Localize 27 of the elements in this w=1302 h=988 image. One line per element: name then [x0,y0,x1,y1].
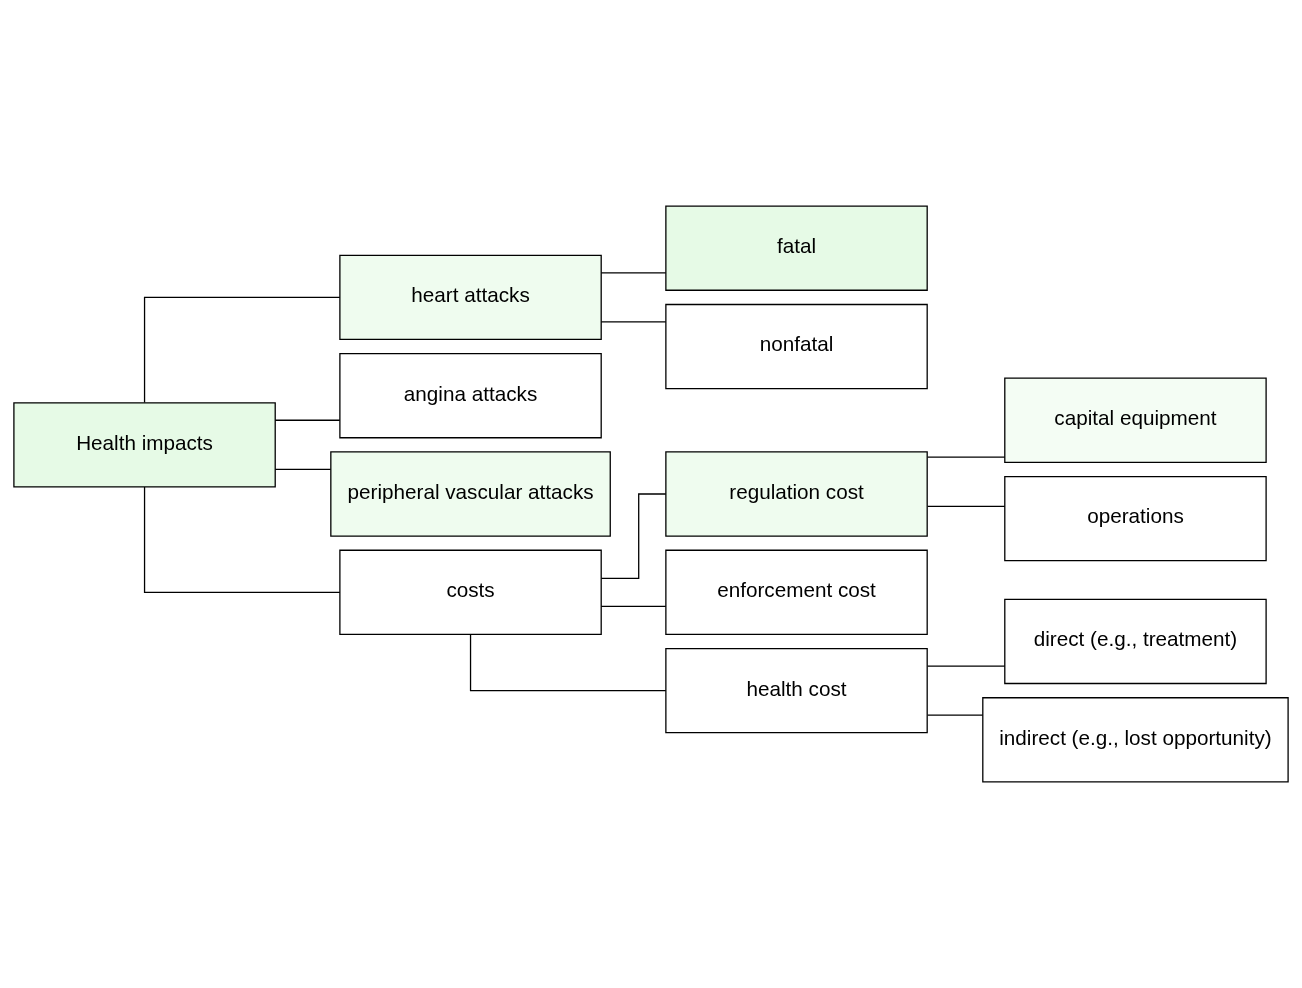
connector [926,714,984,716]
node-box: angina attacks [339,353,602,439]
connector [274,468,332,471]
connector [143,296,341,404]
node-box: costs [339,549,602,635]
node-box: health cost [665,647,928,734]
connector [600,321,667,323]
connector [600,605,667,607]
connector [274,419,341,421]
node-box: indirect (e.g., lost opportunity) [982,697,1289,783]
node-box: regulation cost [665,451,928,537]
connector [143,486,341,593]
node-box: operations [1004,475,1267,562]
node-box: heart attacks [339,254,602,341]
node-box: peripheral vascular attacks [330,451,611,537]
node-box: direct (e.g., treatment) [1004,598,1267,685]
node-box: fatal [665,205,928,291]
connector [926,505,1006,507]
node-box: nonfatal [665,303,928,390]
connector [926,665,1006,667]
connector [600,493,667,579]
connector [469,633,667,692]
connector [926,456,1006,458]
node-box: enforcement cost [665,549,928,635]
node-box: capital equipment [1004,377,1267,463]
node-box: Health impacts [13,402,276,488]
connector [600,272,667,274]
